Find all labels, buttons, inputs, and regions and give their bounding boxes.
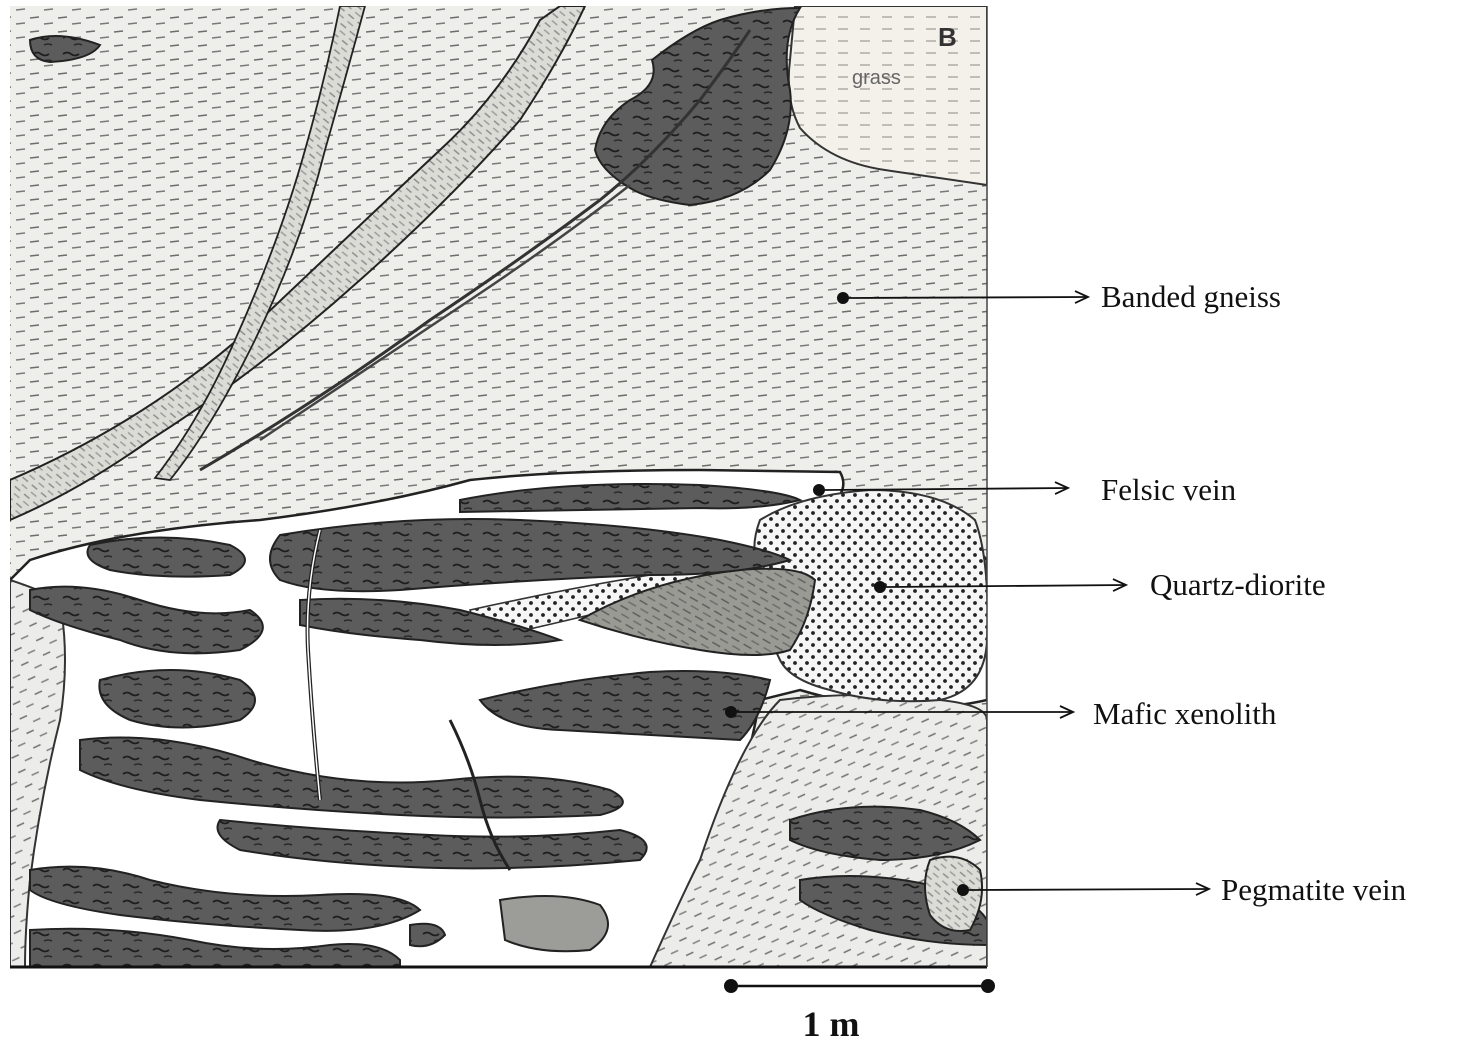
callout-label-quartz-diorite: Quartz-diorite (1150, 567, 1326, 602)
grey-patch-lower (500, 896, 608, 951)
scale-bar-end-dot (981, 979, 995, 993)
callout-dot (957, 884, 969, 896)
scale-bar-label: 1 m (803, 1004, 860, 1044)
scale-bar: 1 m (724, 979, 995, 1044)
pegmatite-pod (925, 857, 982, 931)
grass-label: grass (852, 67, 901, 89)
callout-dot (874, 581, 886, 593)
callout-label-mafic-xenolith: Mafic xenolith (1093, 696, 1277, 731)
scale-bar-start-dot (724, 979, 738, 993)
callout-arrow (849, 297, 1088, 298)
map-area (10, 6, 988, 967)
callout-label-pegmatite-vein: Pegmatite vein (1221, 872, 1407, 907)
callout-dot (837, 292, 849, 304)
callout-label-banded-gneiss: Banded gneiss (1101, 279, 1281, 314)
callout-pegmatite-vein: Pegmatite vein (957, 872, 1407, 907)
callout-label-felsic-vein: Felsic vein (1101, 472, 1237, 507)
callout-arrow (969, 889, 1209, 890)
panel-letter: B (938, 22, 957, 52)
callout-dot (725, 706, 737, 718)
callout-dot (813, 484, 825, 496)
